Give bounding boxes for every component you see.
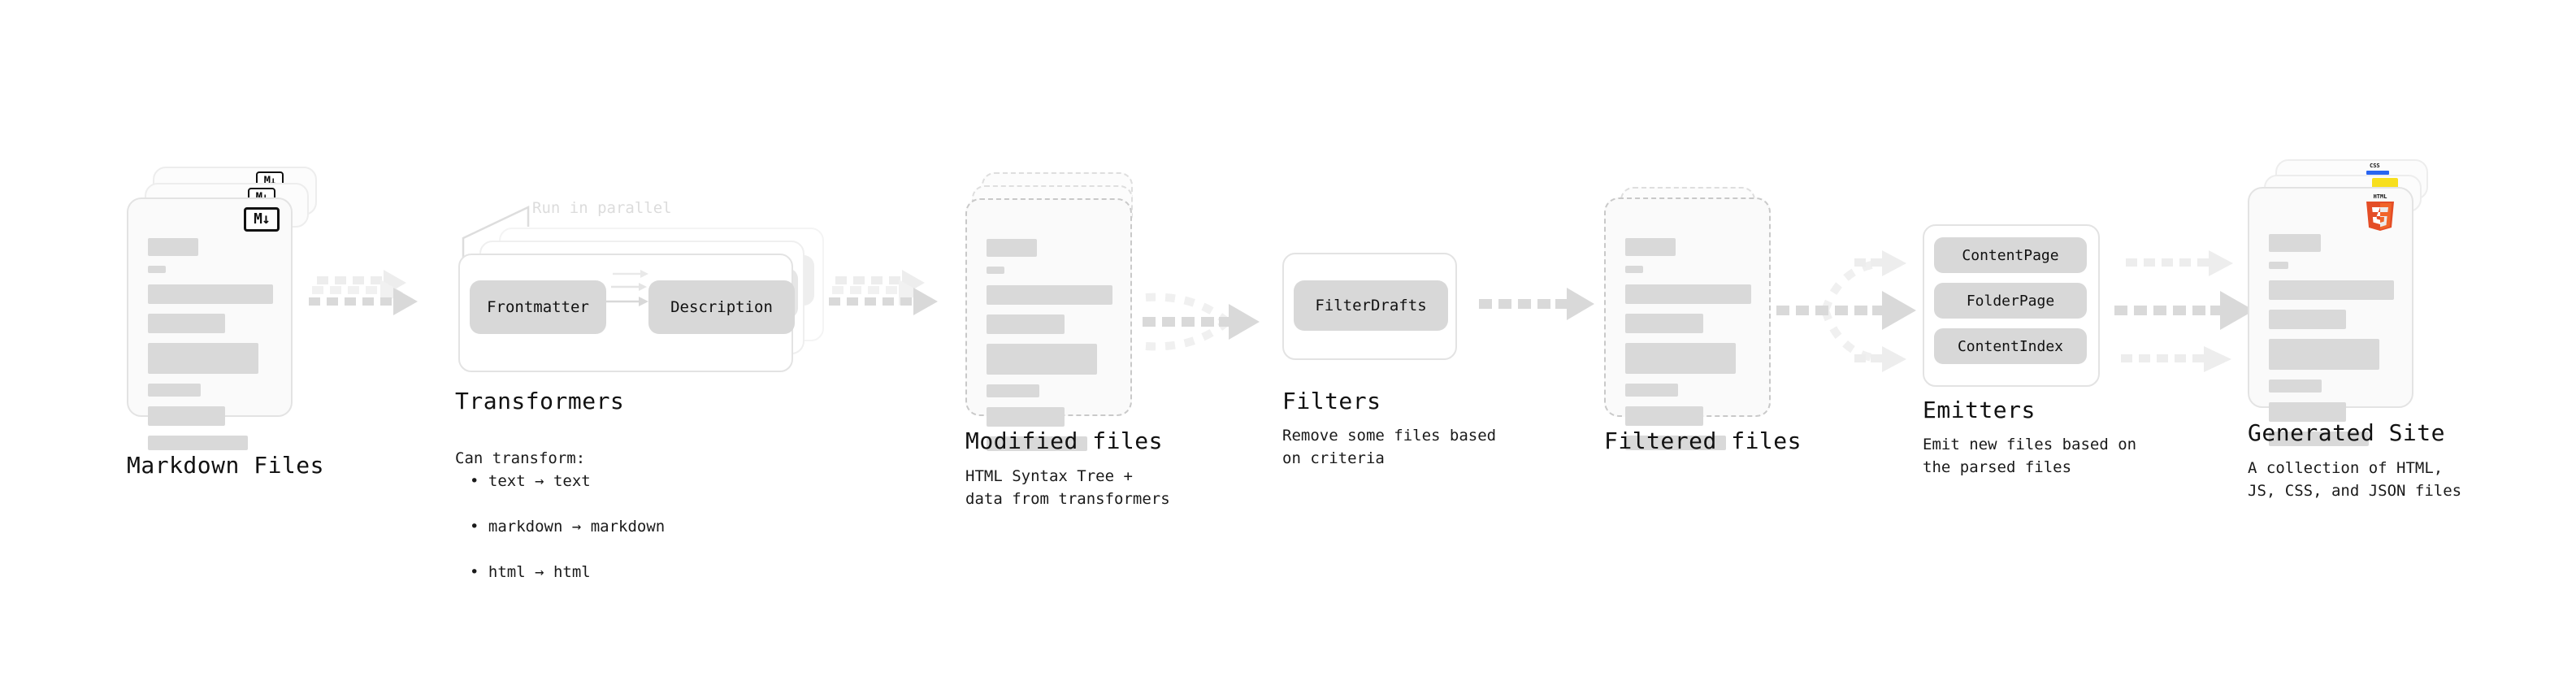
arrow-modified-to-filters xyxy=(1143,293,1260,351)
stage-title-filtered-files: Filtered files xyxy=(1604,427,1802,454)
stage-title-transformers: Transformers xyxy=(455,388,625,414)
transformer-node-label: Description xyxy=(670,298,773,316)
arrow-transformers-to-modified xyxy=(829,270,938,315)
stage-desc-modified-files: HTML Syntax Tree + data from transformer… xyxy=(965,467,1170,508)
emitter-node-label: FolderPage xyxy=(1966,292,2055,310)
emitter-node-contentindex[interactable]: ContentIndex xyxy=(1934,328,2087,364)
stage-desc-filters: Remove some files based on criteria xyxy=(1282,427,1497,467)
emitter-node-label: ContentPage xyxy=(1962,246,2059,264)
arrow-emitters-to-site xyxy=(2114,250,2254,372)
transformer-node-frontmatter[interactable]: Frontmatter xyxy=(470,280,606,334)
file-skeleton xyxy=(1625,238,1751,460)
filtered-file-card-front xyxy=(1604,197,1771,450)
stage-desc-emitters: Emit new files based on the parsed files xyxy=(1923,436,2137,476)
stage-title-modified-files: Modified files xyxy=(965,427,1164,454)
css-icon-label: CSS xyxy=(2370,163,2380,169)
filter-node-filterdrafts[interactable]: FilterDrafts xyxy=(1294,280,1448,331)
transformer-internal-arrows xyxy=(606,270,648,306)
markdown-icon-glyph: M↓ xyxy=(254,210,271,228)
run-in-parallel-bracket xyxy=(462,206,530,261)
transformers-desc-intro: Can transform: xyxy=(455,449,586,467)
run-in-parallel-label: Run in parallel xyxy=(532,199,672,217)
stage-desc-transformers: Can transform: • text → text • markdown … xyxy=(455,424,665,606)
file-skeleton xyxy=(2269,234,2394,456)
markdown-file-card-front xyxy=(127,197,293,450)
emitter-node-label: ContentIndex xyxy=(1957,337,2064,355)
stage-title-emitters: Emitters xyxy=(1923,397,2036,423)
svg-text:HTML: HTML xyxy=(2374,193,2387,200)
transformer-node-label: Frontmatter xyxy=(487,298,589,316)
stage-title-generated-site: Generated Site xyxy=(2248,419,2446,446)
site-file-card-front xyxy=(2248,187,2413,446)
transformers-bullet-2: • html → html xyxy=(470,563,591,581)
html5-icon: HTML xyxy=(2366,193,2394,231)
markdown-icon: M↓ xyxy=(244,207,280,232)
arrow-markdown-to-transformers xyxy=(309,270,418,315)
emitter-node-contentpage[interactable]: ContentPage xyxy=(1934,237,2087,273)
arrow-filtered-to-emitters xyxy=(1776,250,1916,372)
transformer-node-description[interactable]: Description xyxy=(648,280,795,334)
css-icon xyxy=(2366,171,2389,175)
file-skeleton xyxy=(987,239,1112,461)
stage-title-filters: Filters xyxy=(1282,388,1381,414)
stage-title-markdown-files: Markdown Files xyxy=(127,452,325,479)
stage-desc-generated-site: A collection of HTML, JS, CSS, and JSON … xyxy=(2248,459,2462,500)
transformers-bullet-0: • text → text xyxy=(470,472,591,490)
filter-node-label: FilterDrafts xyxy=(1315,297,1427,314)
file-skeleton xyxy=(148,238,273,460)
emitter-node-folderpage[interactable]: FolderPage xyxy=(1934,283,2087,319)
modified-file-card-front xyxy=(965,198,1132,451)
arrow-filters-to-filtered xyxy=(1479,288,1594,320)
transformers-bullet-1: • markdown → markdown xyxy=(470,518,666,536)
